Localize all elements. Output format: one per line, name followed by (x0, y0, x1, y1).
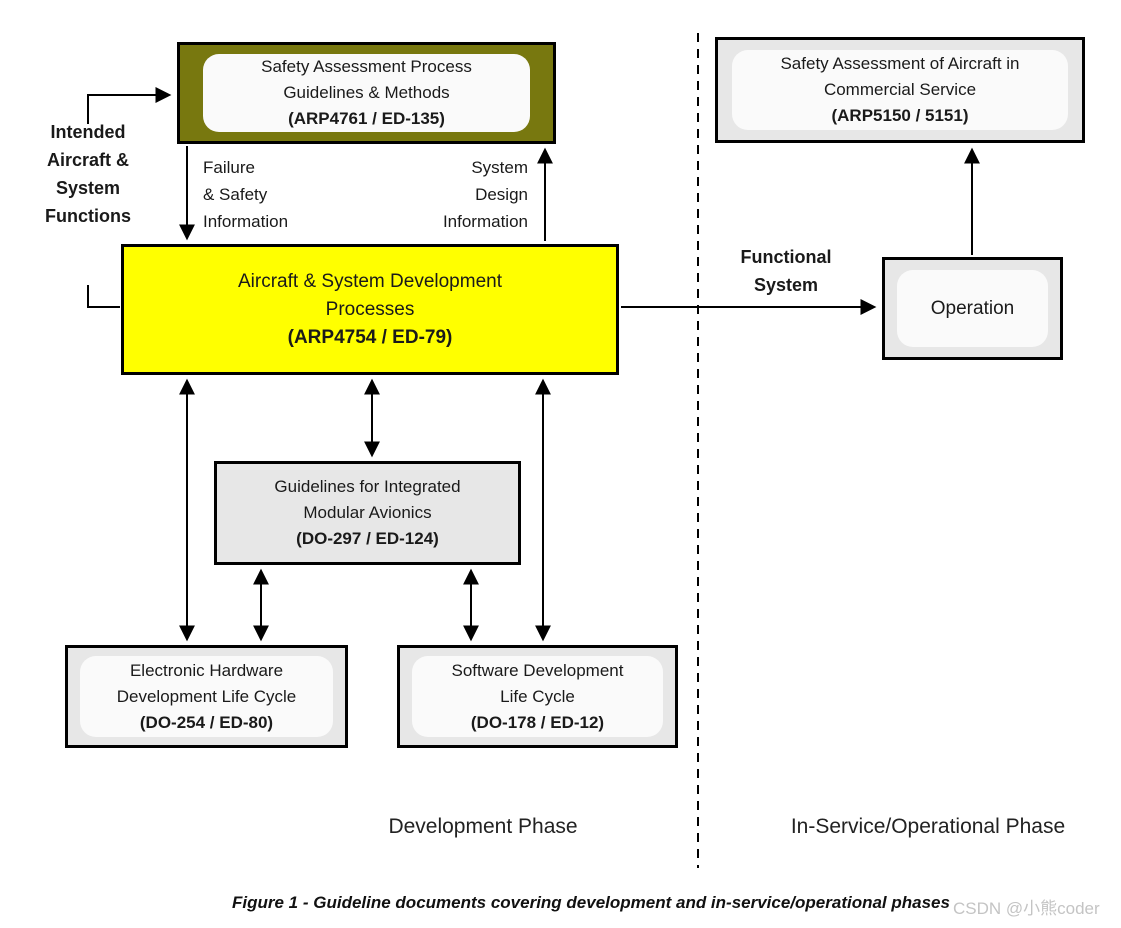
label-line: Functional (740, 247, 832, 267)
figure-caption: Figure 1 - Guideline documents covering … (232, 893, 950, 912)
box-electronic-hardware: Electronic Hardware Development Life Cyc… (65, 645, 348, 748)
box-standard-code: (DO-178 / ED-12) (470, 712, 605, 732)
box-safety-assessment-commercial: Safety Assessment of Aircraft in Commerc… (715, 37, 1085, 143)
box-text-line: Software Development (451, 660, 624, 680)
box-text-line: Processes (325, 298, 415, 320)
label-in-service-operational-phase: In-Service/Operational Phase (790, 815, 1066, 838)
box-standard-code: (ARP4754 / ED-79) (287, 326, 453, 348)
label-line: Information (203, 212, 289, 231)
box-text-line: Safety Assessment Process (261, 57, 472, 76)
label-line: Aircraft & (46, 150, 130, 170)
box-text-line: Modular Avionics (303, 503, 432, 522)
box-text-line: Commercial Service (823, 80, 977, 99)
box-text-line: Guidelines & Methods (283, 83, 450, 102)
box-software-development-panel: Software Development Life Cycle (DO-178 … (412, 656, 663, 737)
box-safety-assessment-process-panel: Safety Assessment Process Guidelines & M… (203, 54, 530, 132)
label-intended-aircraft-system-functions: Intended Aircraft & System Functions (15, 118, 161, 230)
label-functional-system: Functional System (706, 243, 866, 299)
box-standard-code: (DO-297 / ED-124) (296, 529, 439, 548)
box-standard-code: (ARP4761 / ED-135) (288, 109, 445, 128)
box-text-line: Safety Assessment of Aircraft in (780, 54, 1020, 73)
label-line: System (471, 158, 528, 177)
box-text-line: Life Cycle (500, 686, 575, 706)
box-text-line: Aircraft & System Development (238, 270, 502, 292)
label-line: System (753, 275, 819, 295)
label-line: Information (442, 212, 528, 231)
label-line: Functions (45, 206, 131, 226)
label-system-design-information: System Design Information (380, 154, 528, 235)
box-text-line: Guidelines for Integrated (274, 477, 461, 496)
box-text-line: Electronic Hardware (129, 660, 284, 680)
box-text-line: Development Life Cycle (116, 686, 297, 706)
label-line: System (55, 178, 121, 198)
box-aircraft-system-development: Aircraft & System Development Processes … (121, 244, 619, 375)
label-failure-safety-information: Failure & Safety Information (203, 154, 288, 235)
connector-intended-to-development (87, 285, 120, 308)
box-software-development: Software Development Life Cycle (DO-178 … (397, 645, 678, 748)
box-standard-code: (DO-254 / ED-80) (139, 712, 274, 732)
box-operation-panel: Operation (897, 270, 1048, 347)
box-text-line: Operation (930, 297, 1015, 319)
label-line: Intended (50, 122, 126, 142)
box-safety-assessment-commercial-panel: Safety Assessment of Aircraft in Commerc… (732, 50, 1068, 130)
label-development-phase: Development Phase (388, 815, 578, 838)
box-integrated-modular-avionics: Guidelines for Integrated Modular Avioni… (214, 461, 521, 565)
box-standard-code: (ARP5150 / 5151) (831, 106, 969, 125)
label-line: Failure (203, 158, 255, 177)
label-line: Design (475, 185, 528, 204)
box-safety-assessment-process: Safety Assessment Process Guidelines & M… (177, 42, 556, 144)
box-electronic-hardware-panel: Electronic Hardware Development Life Cyc… (80, 656, 333, 737)
label-line: & Safety (203, 185, 268, 204)
watermark-text: CSDN @小熊coder (953, 899, 1100, 918)
box-operation: Operation (882, 257, 1063, 360)
